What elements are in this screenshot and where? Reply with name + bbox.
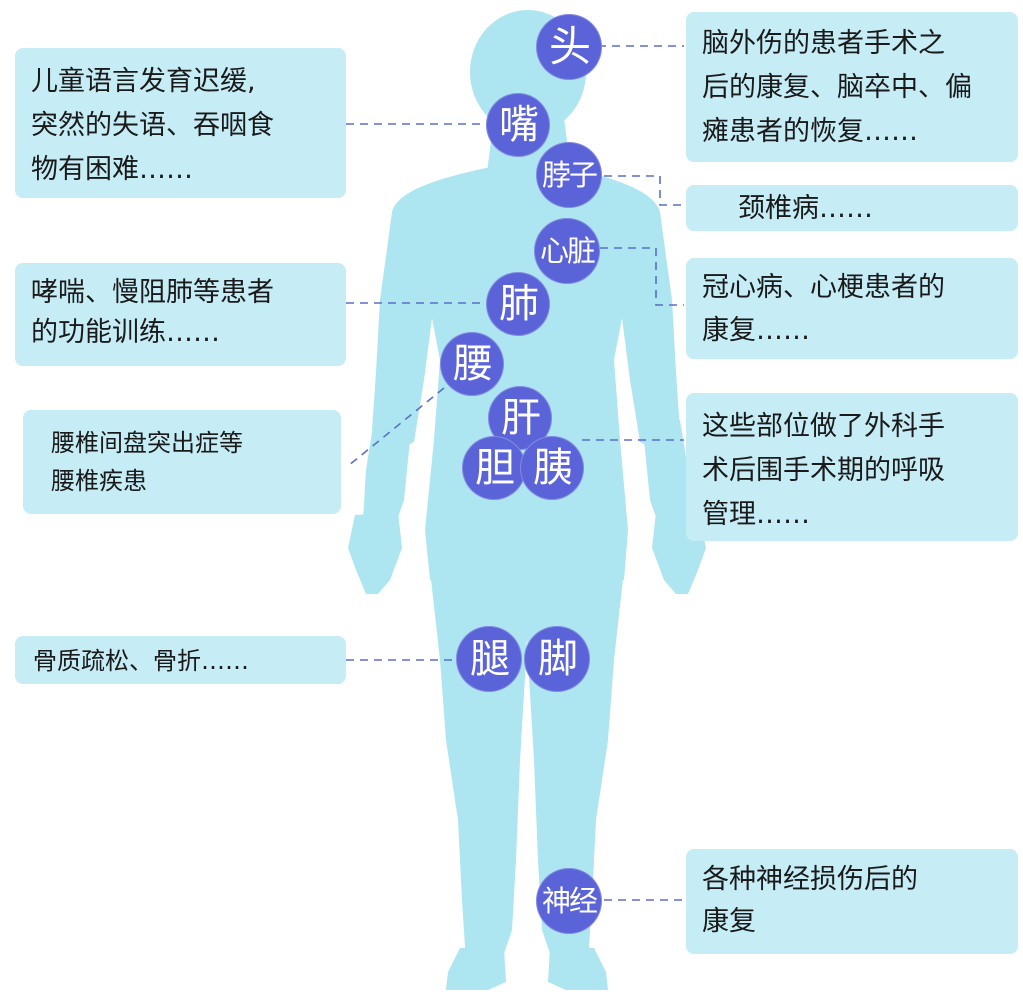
connector-waist bbox=[347, 387, 445, 467]
organ-badge-lung: 肺 bbox=[486, 272, 550, 336]
connector-neck bbox=[604, 175, 684, 206]
organ-badge-head: 头 bbox=[536, 14, 602, 80]
info-box-abdomen: 这些部位做了外科手 术后围手术期的呼吸 管理…… bbox=[686, 393, 1018, 541]
organ-badge-neck: 脖子 bbox=[536, 142, 602, 208]
organ-badge-gallbladder: 胆 bbox=[462, 436, 526, 500]
organ-badge-pancreas: 胰 bbox=[520, 436, 584, 500]
info-box-waist: 腰椎间盘突出症等 腰椎疾患 bbox=[23, 410, 341, 514]
info-box-leg: 骨质疏松、骨折…… bbox=[15, 636, 346, 684]
organ-badge-waist: 腰 bbox=[440, 332, 504, 396]
info-box-head: 脑外伤的患者手术之 后的康复、脑卒中、偏 瘫患者的恢复…… bbox=[686, 12, 1018, 162]
info-box-mouth: 儿童语言发育迟缓, 突然的失语、吞咽食 物有困难…… bbox=[15, 48, 346, 198]
organ-badge-nerve: 神经 bbox=[536, 868, 602, 934]
info-box-neck: 颈椎病…… bbox=[686, 185, 1018, 231]
info-box-heart: 冠心病、心梗患者的 康复…… bbox=[686, 258, 1018, 359]
organ-badge-heart: 心脏 bbox=[534, 218, 600, 284]
info-box-lung: 哮喘、慢阻肺等患者 的功能训练…… bbox=[15, 263, 346, 366]
organ-badge-foot: 脚 bbox=[524, 626, 590, 692]
organ-badge-mouth: 嘴 bbox=[486, 93, 550, 157]
organ-badge-leg: 腿 bbox=[456, 626, 522, 692]
info-box-nerve: 各种神经损伤后的 康复 bbox=[686, 849, 1018, 954]
connector-heart bbox=[600, 247, 684, 306]
